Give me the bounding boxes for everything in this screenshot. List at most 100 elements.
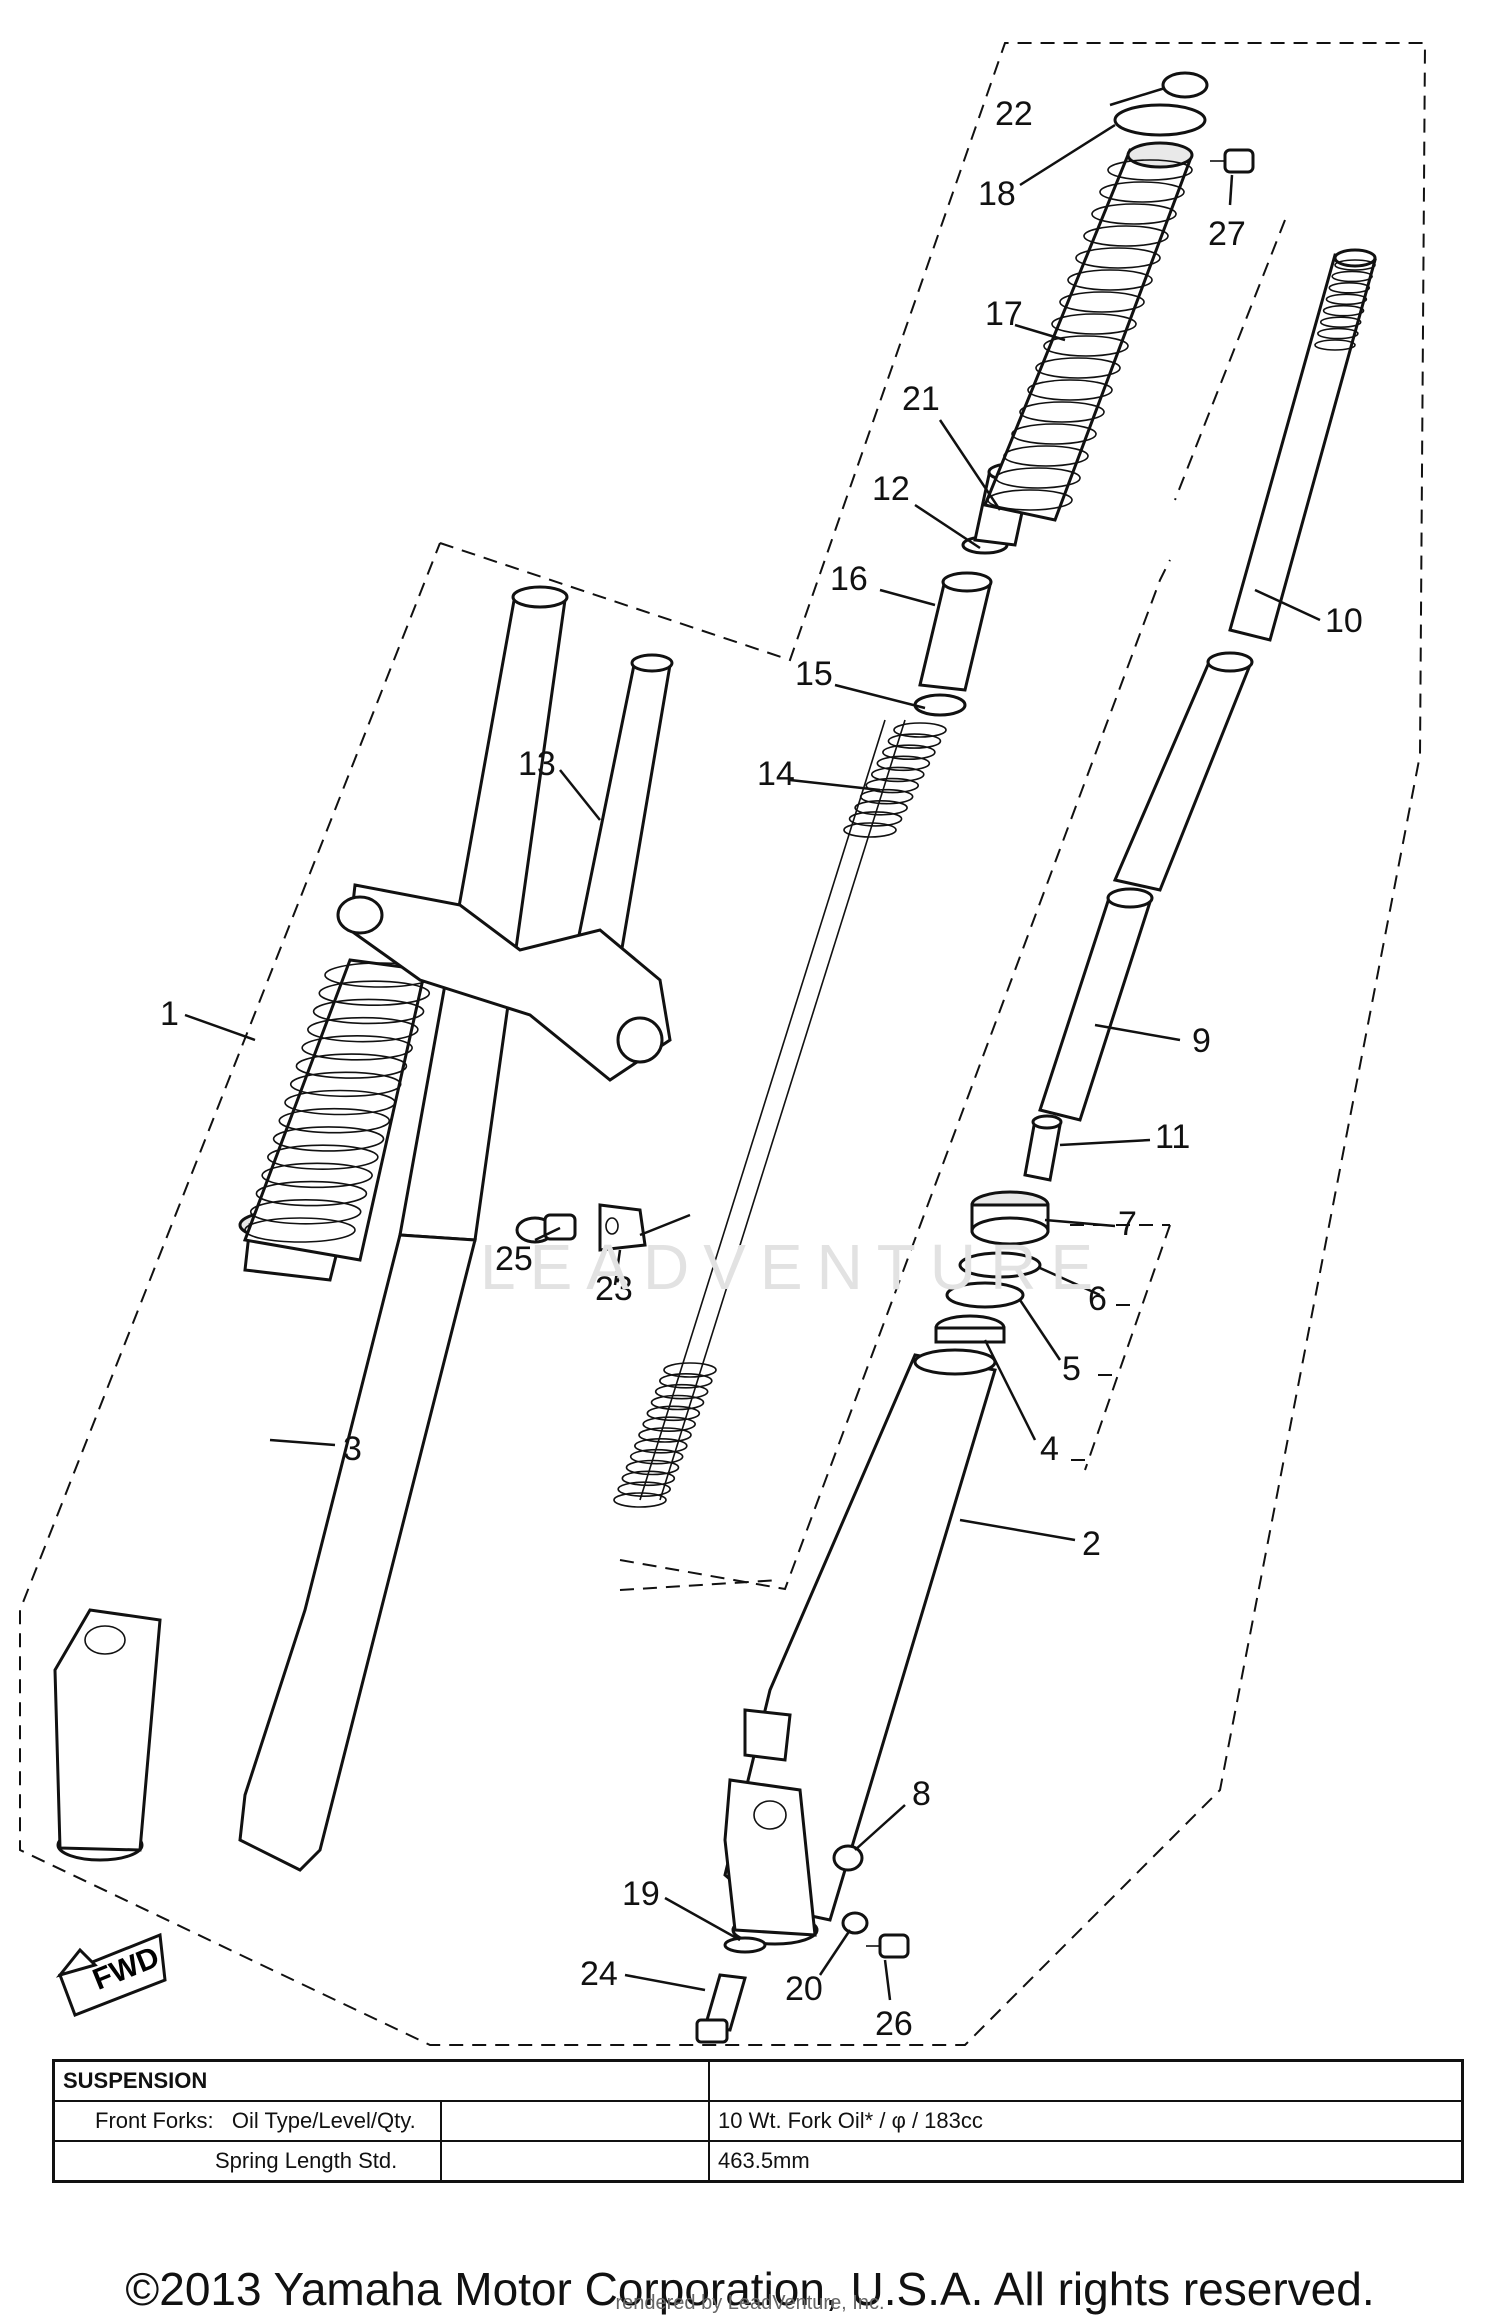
- boot-fold: [1099, 181, 1185, 203]
- oil-item-label: Oil Type/Level/Qty.: [231, 2108, 416, 2133]
- rod-thread: [1325, 293, 1368, 306]
- boot-fold: [1051, 313, 1137, 335]
- callout-12: 12: [872, 470, 910, 508]
- spring-coil: [646, 1405, 701, 1422]
- boot-fold: [1019, 401, 1105, 423]
- rod-thread: [1322, 304, 1365, 317]
- suspension-spec-table: SUSPENSION Front Forks: Oil Type/Level/Q…: [52, 2059, 1464, 2183]
- callout-25: 25: [495, 1240, 533, 1278]
- spring-coil: [882, 744, 936, 761]
- callout-23: 23: [595, 1270, 633, 1308]
- spring-coil: [854, 799, 908, 816]
- boot-fold: [1027, 379, 1113, 401]
- callout-2: 2: [1082, 1525, 1101, 1563]
- rod-thread: [1328, 282, 1371, 294]
- spring-coil: [625, 1459, 680, 1476]
- part-17-upper-boot: [982, 141, 1194, 522]
- callout-9: 9: [1192, 1022, 1211, 1060]
- part-11-cylinder: [1023, 1114, 1063, 1182]
- callout-24: 24: [580, 1955, 618, 1993]
- callout-21: 21: [902, 380, 940, 418]
- part-15-washer: [913, 693, 967, 717]
- spring-coil: [848, 811, 903, 827]
- spring-coil: [621, 1470, 676, 1487]
- spring-coil: [663, 1362, 717, 1378]
- callout-3: 3: [343, 1430, 362, 1468]
- part-6-clip: [958, 1251, 1042, 1279]
- spring-coil: [843, 822, 897, 838]
- copyright-notice: ©2013 Yamaha Motor Corporation, U.S.A. A…: [125, 2263, 1375, 2315]
- boot-fold: [318, 980, 431, 1007]
- spring-coil: [887, 733, 942, 749]
- callout-16: 16: [830, 560, 868, 598]
- callout-18: 18: [978, 175, 1016, 213]
- callout-leader-lines: [184, 86, 1321, 2001]
- spring-coil: [617, 1481, 671, 1497]
- spring-coil: [859, 788, 914, 805]
- part-16-spacer: [918, 571, 993, 692]
- boot-fold: [312, 998, 425, 1025]
- part-19-washer: [723, 1936, 767, 1954]
- spec-row2-label: Spring Length Std.: [52, 2140, 442, 2183]
- watermark: LEADVENTURE: [480, 1231, 1107, 1303]
- spring-coil: [893, 722, 947, 738]
- callout-20: 20: [785, 1970, 823, 2008]
- spec-row1-label: Front Forks: Oil Type/Level/Qty.: [52, 2100, 442, 2142]
- boot-fold: [278, 1107, 391, 1134]
- part-26-screw: [866, 1933, 910, 1959]
- spec-table-header-row: SUSPENSION: [52, 2059, 1464, 2102]
- boot-fold: [1011, 423, 1097, 445]
- part-8-washer: [832, 1844, 864, 1872]
- callout-26: 26: [875, 2005, 913, 2043]
- rendered-by-note: rendered by LeadVenture, Inc.: [615, 2292, 885, 2314]
- spec-row-spring: Spring Length Std. 463.5mm: [52, 2140, 1464, 2183]
- boot-fold: [1059, 291, 1145, 313]
- spring-coil: [650, 1394, 705, 1411]
- rod-thread: [1334, 259, 1376, 271]
- spec-row-oil: Front Forks: Oil Type/Level/Qty. 10 Wt. …: [52, 2100, 1464, 2142]
- rod-thread: [1314, 339, 1356, 351]
- part-10-damper-rod: [1228, 248, 1377, 642]
- callout-11: 11: [1155, 1118, 1190, 1156]
- callout-4: 4: [1040, 1430, 1059, 1468]
- boot-fold: [307, 1016, 419, 1043]
- spring-coil: [629, 1448, 684, 1465]
- callout-14: 14: [757, 755, 795, 793]
- callout-8: 8: [912, 1775, 931, 1813]
- boot-fold: [249, 1198, 362, 1225]
- spring-coil: [659, 1373, 713, 1389]
- boot-fold: [261, 1162, 373, 1189]
- boot-fold: [1107, 159, 1193, 181]
- boot-fold: [267, 1144, 379, 1170]
- callout-1: 1: [160, 995, 179, 1033]
- forward-arrow-badge: FWD: [55, 1932, 167, 2017]
- part-24-drain-bolt: [695, 1973, 747, 2044]
- boot-fold: [272, 1126, 385, 1152]
- spring-coil: [870, 766, 925, 783]
- boot-fold: [295, 1053, 408, 1079]
- callout-10: 10: [1325, 602, 1363, 640]
- front-forks-label: Front Forks:: [95, 2108, 214, 2133]
- callout-13: 13: [518, 745, 556, 783]
- callout-numbers: 22 18 27 17 21 12 16 15 14 10 13 1 9 11 …: [160, 95, 1363, 2043]
- part-2-outer-tube-right: [723, 1348, 997, 1946]
- part-9-inner-tube: [1038, 651, 1254, 1122]
- spring-coil: [638, 1427, 692, 1443]
- callout-22: 22: [995, 95, 1033, 133]
- part-27-screw: [1210, 148, 1255, 174]
- boot-fold: [284, 1089, 396, 1116]
- spec-row1-value: 10 Wt. Fork Oil* / φ / 183cc: [708, 2100, 1464, 2142]
- part-23-clamp: [598, 1203, 647, 1252]
- spring-coil: [613, 1492, 667, 1508]
- part-18-boot-clamp: [1113, 103, 1207, 137]
- boot-fold: [289, 1071, 402, 1098]
- spec-row1-spacer: [440, 2100, 710, 2142]
- boot-fold: [255, 1180, 368, 1207]
- part-22-cap: [1161, 71, 1209, 99]
- boot-fold: [1091, 203, 1177, 225]
- spring-coil: [654, 1383, 709, 1400]
- part-14-fork-spring: [613, 719, 947, 1508]
- spec-row2-value: 463.5mm: [708, 2140, 1464, 2183]
- boot-fold: [1043, 335, 1129, 357]
- spring-coil: [642, 1416, 696, 1432]
